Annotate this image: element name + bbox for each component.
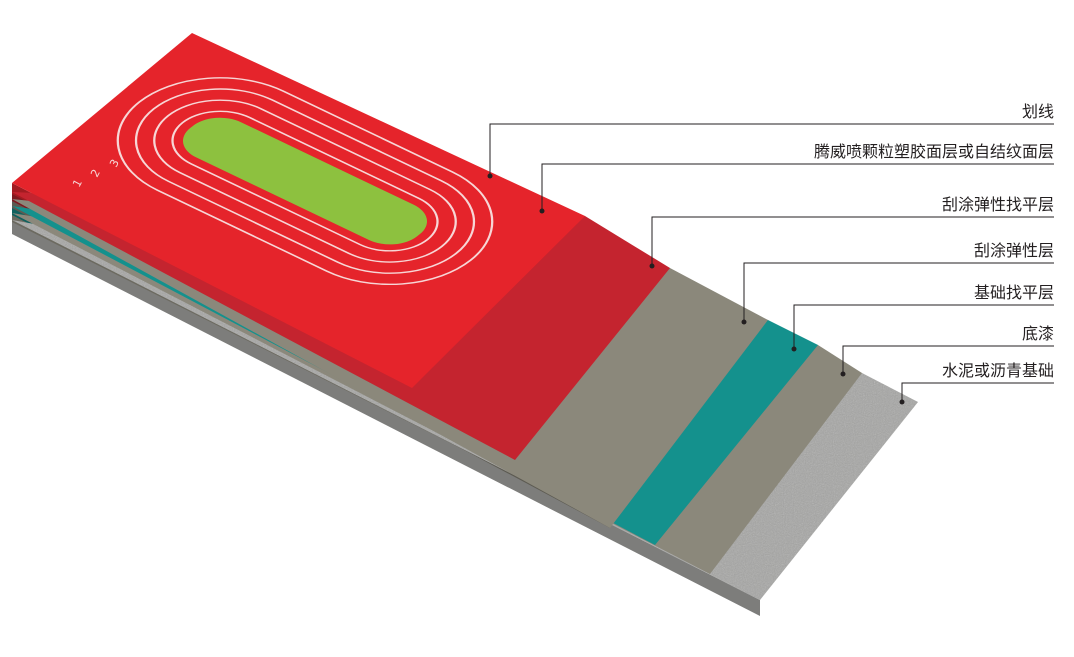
callout-labels: 划线 腾威喷颗粒塑胶面层或自结纹面层 刮涂弹性找平层 刮涂弹性层 基础找平层 底… [814,102,1054,380]
label-marking: 划线 [1022,102,1054,121]
callout-dot-base-leveling [791,346,797,352]
track-lane-1 [171,110,439,252]
callout-dot-foundation [899,399,905,405]
label-elastic: 刮涂弹性层 [974,241,1054,260]
side-foundation [12,220,760,616]
label-foundation: 水泥或沥青基础 [942,361,1054,380]
callout-dot-primer [840,371,846,377]
callout-line-base-leveling [793,304,1054,349]
callout-line-primer [842,345,1054,374]
running-track [116,77,494,286]
track-lane-3 [134,88,476,274]
layer-top-faces [12,33,918,600]
callout-line-marking [489,123,1054,176]
track-lane-outer [116,77,494,286]
callout-dots [487,173,905,405]
callout-line-elastic-leveling [651,216,1054,266]
layer-surface-face [12,33,585,388]
callout-line-elastic [743,262,1054,322]
label-base-leveling: 基础找平层 [974,283,1054,302]
callout-dot-elastic-leveling [649,263,655,269]
callouts [489,123,1054,402]
callout-dot-surface [539,208,545,214]
label-surface: 腾威喷颗粒塑胶面层或自结纹面层 [814,142,1054,161]
callout-dot-elastic [741,319,747,325]
label-elastic-leveling: 刮涂弹性找平层 [942,195,1054,214]
callout-line-foundation [901,382,1054,402]
infield [182,117,428,245]
track-lane-2 [153,99,457,263]
label-primer: 底漆 [1022,324,1054,343]
callout-dot-marking [487,173,493,179]
callout-line-surface [541,163,1054,211]
